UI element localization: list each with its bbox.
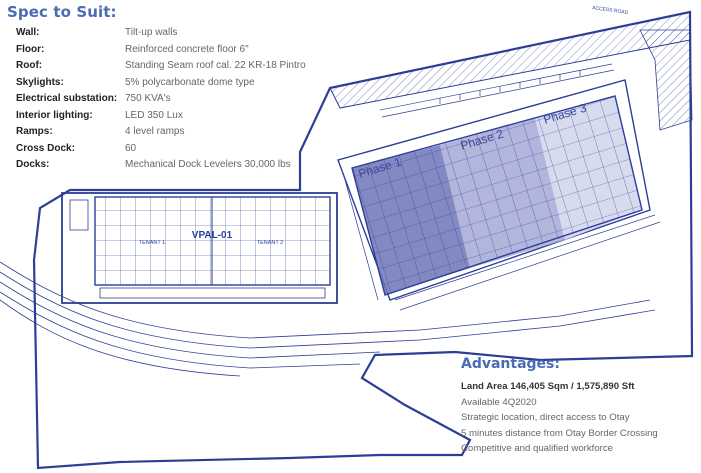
parking-stalls <box>379 63 615 118</box>
advantage-item-border-distance: 5 minutes distance from Otay Border Cros… <box>461 427 658 439</box>
access-road-label: ACCESS ROAD <box>592 5 629 16</box>
east-strip <box>639 29 693 131</box>
spec-value: Standing Seam roof cal. 22 KR-18 Pintro <box>125 60 306 71</box>
spec-label: Floor: <box>16 43 45 55</box>
advantage-item-land-area: Land Area 146,405 Sqm / 1,575,890 Sft <box>461 381 635 392</box>
spec-label: Roof: <box>16 60 43 71</box>
roads <box>0 261 656 377</box>
spec-value: LED 350 Lux <box>125 109 183 121</box>
spec-value: Tilt-up walls <box>125 27 178 38</box>
advantage-item-location: Strategic location, direct access to Ota… <box>461 412 630 423</box>
spec-label: Cross Dock: <box>16 142 75 154</box>
building-a-name: VPAL-01 <box>192 230 233 241</box>
spec-title: Spec to Suit: <box>7 3 117 21</box>
spec-value: 60 <box>125 142 137 154</box>
spec-label: Skylights: <box>16 76 64 88</box>
spec-value: 5% polycarbonate dome type <box>125 76 255 88</box>
tenant-1-label: TENANT 1 <box>139 240 166 246</box>
spec-value: Reinforced concrete floor 6" <box>125 43 249 55</box>
spec-value: Mechanical Dock Levelers 30,000 lbs <box>125 159 291 170</box>
spec-label: Docks: <box>16 159 50 170</box>
access-road-band <box>329 11 691 109</box>
advantages-box: Advantages: Land Area 146,405 Sqm / 1,57… <box>461 356 697 459</box>
spec-label: Wall: <box>16 27 40 38</box>
advantage-item-workforce: Competitive and qualified workforce <box>461 443 613 454</box>
building-b: Phase 1 Phase 2 Phase 3 <box>351 95 643 296</box>
spec-label: Electrical substation: <box>16 93 118 104</box>
tenant-2-label: TENANT 2 <box>257 240 284 246</box>
spec-value: 4 level ramps <box>125 126 185 137</box>
spec-label: Ramps: <box>16 126 53 137</box>
building-a: VPAL-01 TENANT 1 TENANT 2 <box>61 192 338 304</box>
spec-value: 750 KVA's <box>125 93 171 104</box>
building-b-docks <box>344 179 661 311</box>
advantages-title: Advantages: <box>461 356 560 372</box>
spec-label: Interior lighting: <box>16 109 93 121</box>
building-b-pad <box>337 79 651 301</box>
advantage-item-availability: Available 4Q2020 <box>461 396 537 408</box>
property-boundary <box>32 10 694 470</box>
